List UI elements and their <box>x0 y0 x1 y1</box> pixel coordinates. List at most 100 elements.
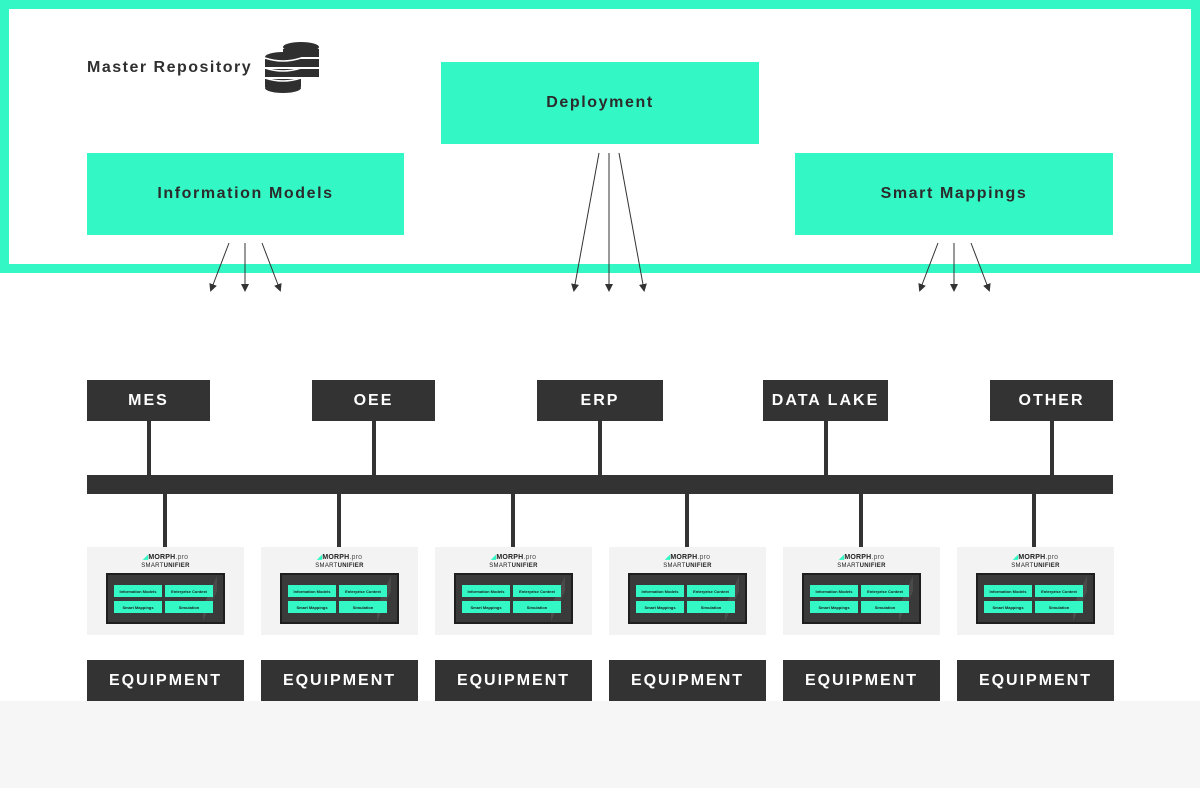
brand-mark: MORPH <box>670 554 698 561</box>
product-name-light: SMART <box>1011 563 1034 569</box>
tile-smart-mappings: Smart Mappings <box>636 601 684 613</box>
connector-line <box>511 494 515 547</box>
morph-logo-icon: ◢ <box>316 554 323 561</box>
screen-accent <box>377 575 391 622</box>
tile-simulation: Simulation <box>1035 601 1083 613</box>
tile-enterprise-context: Enterprise Context <box>1035 585 1083 597</box>
morph-logo-icon: ◢ <box>838 554 845 561</box>
connector-line <box>1032 494 1036 547</box>
tile-information-models: Information Models <box>984 585 1032 597</box>
tile-information-models: Information Models <box>114 585 162 597</box>
system-mes: MES <box>87 380 210 421</box>
tile-smart-mappings: Smart Mappings <box>462 601 510 613</box>
flow-arrows <box>209 152 991 292</box>
screen-accent <box>725 575 739 622</box>
tile-enterprise-context: Enterprise Context <box>861 585 909 597</box>
connector-line <box>1050 421 1054 476</box>
brand-suffix: .pro <box>697 554 711 561</box>
tile-information-models: Information Models <box>462 585 510 597</box>
product-name-light: SMART <box>315 563 338 569</box>
product-name-light: SMART <box>837 563 860 569</box>
smart-mappings-box: Smart Mappings <box>795 153 1113 235</box>
tile-simulation: Simulation <box>165 601 213 613</box>
brand-mark: MORPH <box>1018 554 1046 561</box>
master-repository-title: Master Repository <box>87 59 253 76</box>
connector-line <box>598 421 602 476</box>
equipment-box: EQUIPMENT <box>435 660 592 701</box>
tile-information-models: Information Models <box>636 585 684 597</box>
connector-line <box>337 494 341 547</box>
morph-logo-icon: ◢ <box>1012 554 1019 561</box>
equipment-box: EQUIPMENT <box>87 660 244 701</box>
tile-simulation: Simulation <box>513 601 561 613</box>
brand-suffix: .pro <box>523 554 537 561</box>
tile-information-models: Information Models <box>810 585 858 597</box>
screen-accent <box>203 575 217 622</box>
tile-enterprise-context: Enterprise Context <box>165 585 213 597</box>
system-oee: OEE <box>312 380 435 421</box>
brand-mark: MORPH <box>496 554 524 561</box>
product-name-bold: UNIFIER <box>511 563 538 569</box>
morph-logo-icon: ◢ <box>142 554 149 561</box>
tile-smart-mappings: Smart Mappings <box>810 601 858 613</box>
connector-line <box>685 494 689 547</box>
product-name-bold: UNIFIER <box>859 563 886 569</box>
product-name-light: SMART <box>141 563 164 569</box>
product-name-bold: UNIFIER <box>685 563 712 569</box>
screen-accent <box>1073 575 1087 622</box>
connector-line <box>147 421 151 476</box>
tile-smart-mappings: Smart Mappings <box>288 601 336 613</box>
tile-simulation: Simulation <box>339 601 387 613</box>
screen-accent <box>899 575 913 622</box>
tile-simulation: Simulation <box>861 601 909 613</box>
product-name-bold: UNIFIER <box>337 563 364 569</box>
connector-line <box>163 494 167 547</box>
screen-accent <box>551 575 565 622</box>
tile-information-models: Information Models <box>288 585 336 597</box>
deployment-box: Deployment <box>441 62 759 144</box>
equipment-box: EQUIPMENT <box>261 660 418 701</box>
product-name-light: SMART <box>489 563 512 569</box>
connector-line <box>372 421 376 476</box>
brand-mark: MORPH <box>844 554 872 561</box>
footer-band <box>0 701 1200 788</box>
product-name-light: SMART <box>663 563 686 569</box>
tile-enterprise-context: Enterprise Context <box>339 585 387 597</box>
brand-suffix: .pro <box>1045 554 1059 561</box>
equipment-box: EQUIPMENT <box>609 660 766 701</box>
tile-smart-mappings: Smart Mappings <box>984 601 1032 613</box>
connector-line <box>859 494 863 547</box>
database-stack-icon <box>264 42 319 93</box>
tile-enterprise-context: Enterprise Context <box>513 585 561 597</box>
brand-mark: MORPH <box>322 554 350 561</box>
brand-suffix: .pro <box>349 554 363 561</box>
tile-simulation: Simulation <box>687 601 735 613</box>
product-name-bold: UNIFIER <box>1033 563 1060 569</box>
system-other: OTHER <box>990 380 1113 421</box>
morph-logo-icon: ◢ <box>664 554 671 561</box>
morph-logo-icon: ◢ <box>490 554 497 561</box>
connector-line <box>824 421 828 476</box>
product-name-bold: UNIFIER <box>163 563 190 569</box>
tile-enterprise-context: Enterprise Context <box>687 585 735 597</box>
system-data-lake: DATA LAKE <box>763 380 888 421</box>
data-bus <box>87 475 1113 494</box>
system-erp: ERP <box>537 380 663 421</box>
